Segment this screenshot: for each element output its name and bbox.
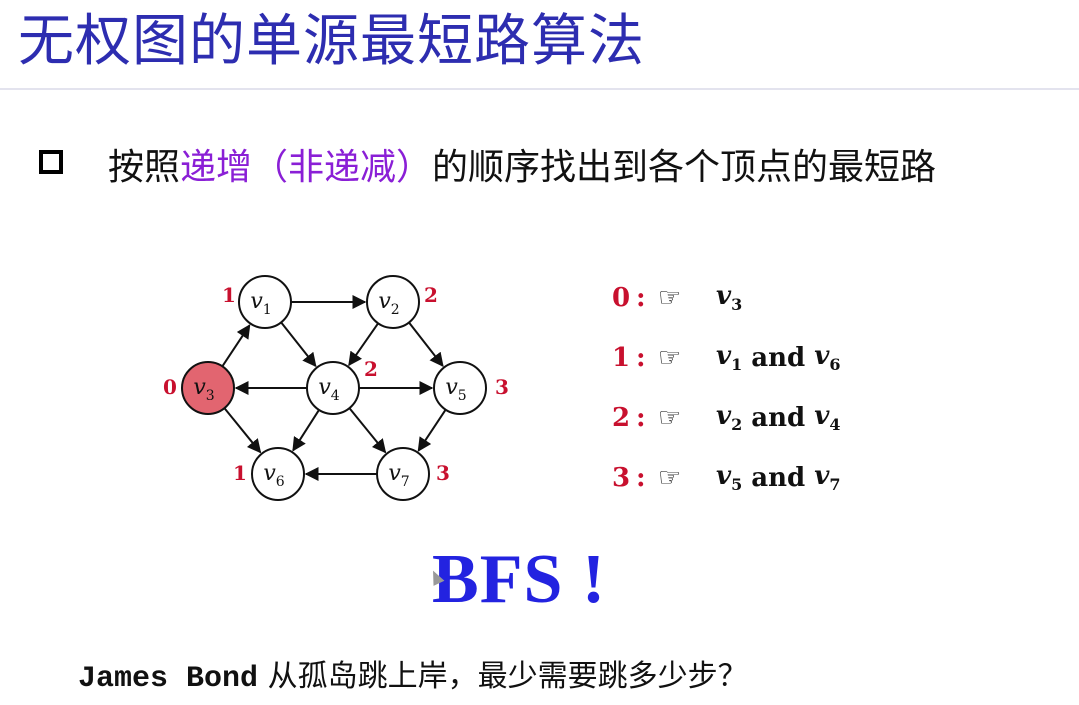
dist-label-v2: 2 <box>424 283 438 307</box>
legend-colon: : <box>636 343 646 373</box>
dist-label-v4: 2 <box>364 357 378 381</box>
node-circle-v6 <box>251 447 305 501</box>
node-label-v7: v7 <box>388 461 409 490</box>
edge-v2-v5 <box>408 321 444 368</box>
legend-row-3: 3: ☞ v5 and v7 <box>612 448 841 508</box>
edge-v3-v6 <box>223 407 262 454</box>
question-text: 从孤岛跳上岸，最少需要跳多少步？ <box>258 659 748 694</box>
node-label-v3: v3 <box>193 375 214 404</box>
legend-colon: : <box>636 283 646 313</box>
node-v6: v6 1 <box>233 447 305 501</box>
legend-distance: 0 <box>612 283 631 313</box>
pointing-hand-icon: ☞ <box>658 283 682 313</box>
legend-and: and <box>742 463 815 493</box>
edge-v5-v7 <box>417 409 447 452</box>
legend-vertex: v4 <box>814 401 841 435</box>
dist-label-v6: 1 <box>233 461 247 485</box>
question-name: James Bond <box>78 662 259 696</box>
edge-v3-v1 <box>221 324 251 367</box>
legend-distance: 3 <box>612 463 631 493</box>
legend-and: and <box>742 343 815 373</box>
node-v2: v2 2 <box>366 275 438 329</box>
node-label-v4: v4 <box>318 375 339 404</box>
legend-row-0: 0: ☞ v3 <box>612 268 841 328</box>
node-circle-v7 <box>376 447 430 501</box>
legend-row-2: 2: ☞ v2 and v4 <box>612 388 841 448</box>
pointing-hand-icon: ☞ <box>658 403 682 433</box>
legend-vertex: v2 <box>716 401 743 435</box>
legend-vertex: v6 <box>814 341 841 375</box>
edge-v2-v4 <box>348 322 379 367</box>
pointing-hand-icon: ☞ <box>658 463 682 493</box>
node-label-v5: v5 <box>445 375 466 404</box>
dist-label-v5: 3 <box>495 375 509 399</box>
dist-label-v7: 3 <box>436 461 450 485</box>
node-v1: v1 1 <box>222 275 292 329</box>
legend-distance: 1 <box>612 343 631 373</box>
pointing-hand-icon: ☞ <box>658 343 682 373</box>
dist-label-v3: 0 <box>163 375 177 399</box>
graph-diagram: v1 1 v2 2 v3 0 v4 2 v5 3 v6 1 v7 3 <box>163 275 509 501</box>
dist-label-v1: 1 <box>222 283 236 307</box>
legend-row-1: 1: ☞ v1 and v6 <box>612 328 841 388</box>
node-circle-v5 <box>433 361 487 415</box>
legend-colon: : <box>636 403 646 433</box>
edge-v4-v6 <box>292 409 320 452</box>
node-circle-v2 <box>366 275 420 329</box>
bullet-text-accent: 递增（非递减） <box>180 147 433 188</box>
question-line: James Bond 从孤岛跳上岸，最少需要跳多少步？ <box>78 655 748 701</box>
node-v7: v7 3 <box>376 447 450 501</box>
node-label-v2: v2 <box>378 289 399 318</box>
edge-v4-v7 <box>348 407 387 454</box>
node-label-v1: v1 <box>250 289 271 318</box>
legend-vertex: v5 <box>716 461 743 495</box>
bfs-label: BFS ! <box>432 541 607 618</box>
node-circle-v3 <box>181 361 235 415</box>
legend-vertex: v1 <box>716 341 743 375</box>
legend-vertex: v7 <box>814 461 841 495</box>
node-v4: v4 2 <box>306 357 378 415</box>
distance-legend: 0: ☞ v3 1: ☞ v1 and v6 2: ☞ v2 and v4 3: ☞ v5 and v… <box>612 268 841 508</box>
bullet-text-before: 按照 <box>108 147 181 188</box>
legend-vertex: v3 <box>716 281 743 315</box>
node-label-v6: v6 <box>263 461 284 490</box>
legend-distance: 2 <box>612 403 631 433</box>
bullet-text-after: 的顺序找出到各个顶点的最短路 <box>432 147 937 188</box>
node-v3: v3 0 <box>163 361 235 415</box>
square-bullet-icon <box>39 150 63 174</box>
bullet-text: 按照递增（非递减）的顺序找出到各个顶点的最短路 <box>108 140 988 196</box>
node-circle-v1 <box>238 275 292 329</box>
node-v5: v5 3 <box>433 361 509 415</box>
page-title: 无权图的单源最短路算法 <box>18 9 645 74</box>
edge-v1-v4 <box>280 321 317 368</box>
node-circle-v4 <box>306 361 360 415</box>
legend-colon: : <box>636 463 646 493</box>
title-divider <box>0 88 1079 90</box>
legend-and: and <box>742 403 815 433</box>
